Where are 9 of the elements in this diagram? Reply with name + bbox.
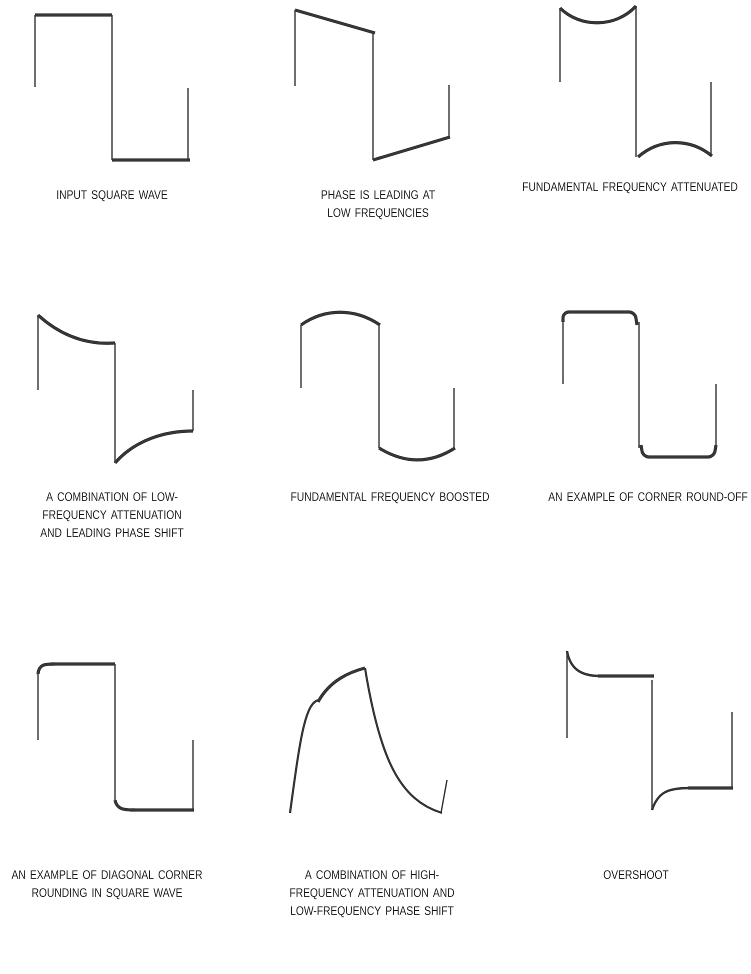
caption: OVERSHOOT [604, 870, 668, 880]
caption: PHASE IS LEADING AT LOW FREQUENCIES [322, 190, 435, 220]
caption: A COMBINATION OF HIGH-FREQUENCY ATTENUATION AND LOW-FREQUENCY PHASE SHIFT [290, 870, 454, 918]
caption: AN EXAMPLE OF DIAGONAL CORNER ROUNDING IN SQUARE WAVE [12, 870, 202, 900]
caption: FUNDAMENTAL FREQUENCY BOOSTED [291, 492, 489, 504]
caption: A COMBINATION OF LOW-FREQUENCY ATTENUATION AND LEADING PHASE SHIFT [40, 492, 184, 538]
caption: INPUT SQUARE WAVE [57, 190, 168, 202]
caption: FUNDAMENTAL FREQUENCY ATTENUATED [523, 182, 738, 194]
caption: AN EXAMPLE OF CORNER ROUND-OFF [548, 492, 748, 502]
